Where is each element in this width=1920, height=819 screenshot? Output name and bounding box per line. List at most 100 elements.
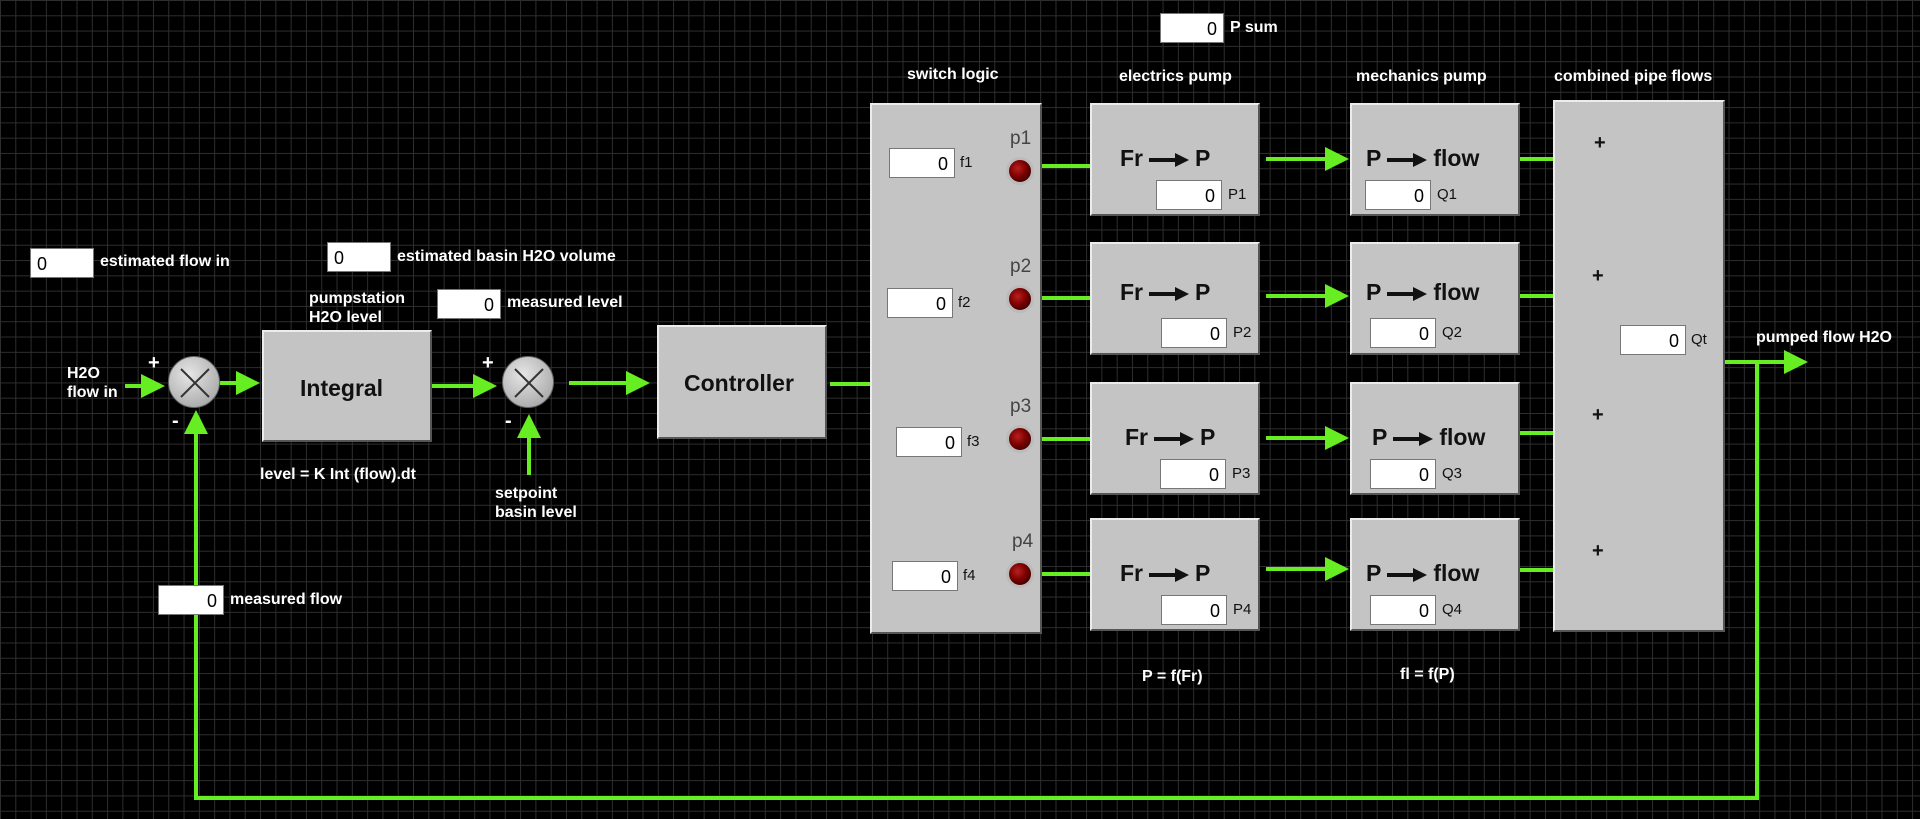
p-label: P: [1195, 279, 1211, 305]
summing-junction-1: [168, 356, 220, 408]
f4-value[interactable]: 0: [892, 561, 958, 591]
electrics-pump-title: electrics pump: [1119, 68, 1232, 85]
estimated-volume-label: estimated basin H2O volume: [397, 248, 616, 265]
measured-level-value[interactable]: 0: [437, 289, 501, 319]
Q2-tag: Q2: [1442, 324, 1463, 341]
controller-block[interactable]: Controller: [657, 325, 827, 439]
mechanics-pump-title: mechanics pump: [1356, 68, 1487, 85]
fr-label: Fr: [1120, 560, 1143, 586]
flow-label: flow: [1433, 279, 1480, 305]
P2-value[interactable]: 0: [1161, 318, 1227, 348]
P3-value[interactable]: 0: [1160, 459, 1226, 489]
electrics-formula: P = f(Fr): [1142, 668, 1203, 685]
h2o-flow-in-label: H2O flow in: [67, 365, 118, 401]
arrow-right-icon: [1393, 431, 1434, 446]
p-label: P: [1366, 560, 1382, 586]
P2-tag: P2: [1233, 324, 1252, 341]
Q3-value[interactable]: 0: [1370, 459, 1436, 489]
Q1-tag: Q1: [1437, 186, 1458, 203]
sum2-minus-sign: -: [505, 410, 512, 432]
combine-plus-3: +: [1592, 404, 1604, 426]
f1-value[interactable]: 0: [889, 148, 955, 178]
flow-label: flow: [1433, 145, 1480, 171]
electrics-fn-3: Fr P: [1125, 424, 1215, 451]
integral-formula: level = K Int (flow).dt: [260, 466, 417, 483]
arrow-right-icon: [1387, 567, 1428, 582]
measured-level-label: measured level: [507, 294, 623, 311]
qt-value[interactable]: 0: [1620, 325, 1686, 355]
estimated-volume-input[interactable]: 0: [327, 242, 391, 272]
Q1-value[interactable]: 0: [1365, 180, 1431, 210]
electrics-fn-2: Fr P: [1120, 279, 1210, 306]
f3-value[interactable]: 0: [896, 427, 962, 457]
integral-title: Integral: [300, 375, 384, 401]
combine-plus-1: +: [1594, 132, 1606, 154]
f3-tag: f3: [967, 433, 980, 450]
P3-tag: P3: [1232, 465, 1251, 482]
mechanics-formula: fl = f(P): [1400, 666, 1455, 683]
estimated-flow-label: estimated flow in: [100, 253, 230, 270]
measured-flow-label: measured flow: [230, 591, 343, 608]
p2-label: p2: [1010, 256, 1032, 277]
pump2-indicator-light[interactable]: [1006, 285, 1034, 313]
P1-tag: P1: [1228, 186, 1247, 203]
p-label: P: [1366, 145, 1382, 171]
cross-icon: [514, 368, 544, 398]
sum1-minus-sign: -: [172, 410, 179, 432]
estimated-flow-input[interactable]: 0: [30, 248, 94, 278]
fr-label: Fr: [1125, 424, 1148, 450]
fr-label: Fr: [1120, 279, 1143, 305]
sum1-plus-sign: +: [148, 352, 160, 374]
combine-plus-4: +: [1592, 540, 1604, 562]
P1-value[interactable]: 0: [1156, 180, 1222, 210]
arrow-right-icon: [1149, 286, 1189, 301]
switch-logic-panel: [870, 103, 1042, 634]
arrow-right-icon: [1149, 152, 1189, 167]
Q4-value[interactable]: 0: [1370, 595, 1436, 625]
p-label: P: [1372, 424, 1388, 450]
P4-value[interactable]: 0: [1161, 595, 1227, 625]
setpoint-label: setpoint basin level: [495, 485, 577, 521]
electrics-pump-block-3[interactable]: Fr P 0 P3: [1090, 382, 1260, 495]
electrics-pump-block-2[interactable]: Fr P 0 P2: [1090, 242, 1260, 355]
p3-label: p3: [1010, 396, 1032, 417]
f2-tag: f2: [958, 294, 971, 311]
electrics-pump-block-4[interactable]: Fr P 0 P4: [1090, 518, 1260, 631]
Q4-tag: Q4: [1442, 601, 1463, 618]
pump1-indicator-light[interactable]: [1006, 157, 1034, 185]
flow-label: flow: [1439, 424, 1486, 450]
f2-value[interactable]: 0: [887, 288, 953, 318]
flow-label: flow: [1433, 560, 1480, 586]
measured-flow-value[interactable]: 0: [158, 585, 224, 615]
combined-pipe-flows-title: combined pipe flows: [1554, 68, 1713, 85]
p-sum-label: P sum: [1230, 19, 1278, 36]
pumped-flow-label: pumped flow H2O: [1756, 329, 1892, 346]
p-sum-value[interactable]: 0: [1160, 13, 1224, 43]
integral-block[interactable]: Integral: [262, 330, 432, 442]
p1-label: p1: [1010, 128, 1032, 149]
arrow-right-icon: [1387, 152, 1428, 167]
arrow-right-icon: [1387, 286, 1428, 301]
P4-tag: P4: [1233, 601, 1252, 618]
f4-tag: f4: [963, 567, 976, 584]
p-label: P: [1195, 560, 1211, 586]
fr-label: Fr: [1120, 145, 1143, 171]
pump3-indicator-light[interactable]: [1006, 425, 1034, 453]
cross-icon: [180, 368, 210, 398]
switch-logic-title: switch logic: [907, 66, 999, 83]
pumpstation-level-label: pumpstation H2O level: [309, 290, 405, 326]
p-label: P: [1200, 424, 1216, 450]
pump4-indicator-light[interactable]: [1006, 560, 1034, 588]
Q2-value[interactable]: 0: [1370, 318, 1436, 348]
arrow-right-icon: [1149, 567, 1189, 582]
